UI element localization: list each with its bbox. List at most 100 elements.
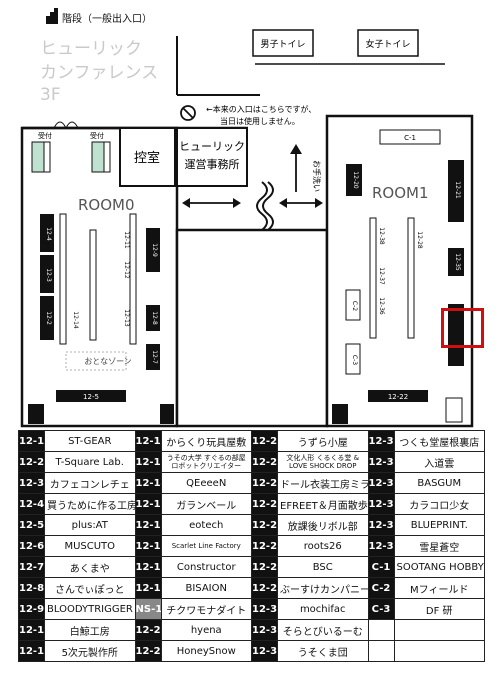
booth-name: カフェコンレチェ — [44, 472, 136, 494]
table-row: 12-4買うために作る工房12-15ガランベール12-25EFREET＆月面散歩… — [18, 493, 485, 515]
booth-name: うそくま団 — [277, 640, 369, 662]
booth-id: 12-27 — [251, 535, 278, 557]
booth-12-22: 12-22 — [388, 393, 408, 401]
booth-12-2: 12-2 — [45, 311, 52, 325]
venue-title-line-2: カンファレンス — [40, 63, 158, 83]
booth-id: 12-24 — [251, 472, 278, 494]
booth-name: うずら小屋 — [277, 430, 369, 452]
booth-id: 12-16 — [134, 514, 162, 536]
booth-name: T-Square Lab. — [44, 451, 136, 473]
booth-12-35: 12-35 — [454, 253, 461, 271]
booth-name: EFREET＆月面散歩 — [277, 493, 369, 515]
booth-id: 12-4 — [18, 493, 45, 515]
table-row: 12-115次元製作所12-21HoneySnow12-32うそくま団 — [18, 640, 485, 662]
booth-id: 12-32 — [251, 640, 278, 662]
booth-name: roots26 — [277, 535, 369, 557]
booth-name: Constructor — [160, 556, 252, 578]
booth-id: C-3 — [367, 598, 395, 620]
booth-12-9: 12-9 — [151, 243, 158, 257]
booth-name: HoneySnow — [160, 640, 252, 662]
washbasin-label: お手洗い — [312, 160, 322, 192]
booth-name: つくも堂屋根裏店 — [393, 430, 485, 452]
womens-restroom — [357, 29, 419, 57]
booth-id: 12-21 — [134, 640, 162, 662]
booth-name: BLOODYTRIGGER — [44, 598, 136, 620]
booth-id: 12-2 — [18, 451, 45, 473]
booth-name: hyena — [160, 619, 252, 641]
booth-12-5: 12-5 — [83, 393, 99, 401]
center-hall — [175, 228, 329, 428]
booth-name: BISAION — [160, 577, 252, 599]
empty-cell — [367, 619, 395, 641]
booth-c-1: C-1 — [404, 134, 416, 142]
table-row: 12-7あくまや12-18Constructor12-28BSCC-1SOOTA… — [18, 556, 485, 578]
booth-name: ぶーすけカンパニー — [277, 577, 369, 599]
booth-12-28: 12-28 — [416, 231, 423, 249]
booth-name: 放課後リボル部 — [277, 514, 369, 536]
booth-name: SOOTANG HOBBY — [393, 556, 485, 578]
empty-cell — [393, 619, 485, 641]
stairs-label: 階段（一般出入口） — [62, 12, 152, 25]
room0-label: ROOM0 — [78, 196, 135, 214]
booth-12-7: 12-7 — [151, 350, 158, 364]
booth-12-13: 12-13 — [123, 309, 130, 327]
office-label-2: 運営事務所 — [185, 157, 240, 171]
partition-wall — [256, 181, 268, 231]
office — [176, 127, 248, 187]
booth-name: Mフィールド — [393, 577, 485, 599]
table-row: 12-3カフェコンレチェ12-14QEeeeN12-24ドール衣装工房ミラドール… — [18, 472, 485, 494]
office-label-1: ヒューリック — [179, 140, 245, 153]
booth-id: 12-15 — [134, 493, 162, 515]
booth-id: 12-14 — [134, 472, 162, 494]
booth-12-20: 12-20 — [352, 171, 359, 189]
arrow-left-right-icon — [279, 198, 323, 208]
empty-cell — [367, 640, 395, 662]
booth-12-37: 12-37 — [378, 267, 385, 285]
booth-id: 12-9 — [18, 598, 45, 620]
booth-name: さんでぃぽっと — [44, 577, 136, 599]
booth-id: 12-31 — [251, 619, 278, 641]
booth-id: 12-7 — [18, 556, 45, 578]
booth-name: eotech — [160, 514, 252, 536]
booth-id: 12-3 — [18, 472, 45, 494]
no-entry-icon — [180, 105, 196, 121]
booth-name: ST-GEAR — [44, 430, 136, 452]
arrow-up-icon — [290, 144, 302, 192]
table-row: 12-5plus:AT12-16eotech12-26放課後リボル部12-37B… — [18, 514, 485, 536]
booth-name: BASGUM — [393, 472, 485, 494]
booth-id: 12-26 — [251, 514, 278, 536]
booth-12-12: 12-12 — [123, 261, 130, 279]
booth-id: 12-33 — [367, 430, 395, 452]
booth-name: mochifac — [277, 598, 369, 620]
booth-12-8: 12-8 — [151, 311, 158, 325]
mens-restroom — [252, 29, 314, 57]
booth-directory-table: 12-1ST-GEAR12-12からくり玩具屋敷12-22うずら小屋12-33つ… — [18, 430, 485, 662]
booth-12-36: 12-36 — [378, 297, 385, 315]
booth-name: ガランベール — [160, 493, 252, 515]
booth-id: 12-38 — [367, 535, 395, 557]
entrance-door-icon — [53, 121, 79, 129]
room1-label: ROOM1 — [372, 184, 429, 202]
booth-id: C-2 — [367, 577, 395, 599]
table-row: 12-9BLOODYTRIGGERNS-1チクワモナダイト12-30mochif… — [18, 598, 485, 620]
booth-name: QEeeeN — [160, 472, 252, 494]
booth-name: 入道雲 — [393, 451, 485, 473]
booth-id: 12-20 — [134, 619, 162, 641]
reception-label-2: 受付 — [90, 131, 104, 140]
booth-name: Scarlet Line Factory — [160, 535, 252, 557]
booth-id: C-1 — [367, 556, 395, 578]
table-row: 12-10白鯨工房12-20hyena12-31そらとびいるーむ — [18, 619, 485, 641]
booth-c-2: C-2 — [351, 301, 358, 311]
booth-name: plus:AT — [44, 514, 136, 536]
booth-id: 12-10 — [18, 619, 45, 641]
notice-line-1: ←本来の入口はこちらですが、 — [206, 104, 316, 114]
empty-cell — [393, 640, 485, 662]
booth-12-21: 12-21 — [454, 181, 461, 199]
booth-id: NS-1 — [134, 598, 162, 620]
booth-name: BLUEPRINT. — [393, 514, 485, 536]
booth-name: 文化人形 くるくる堂 & LOVE SHOCK DROP — [277, 451, 369, 473]
stairs-icon — [46, 8, 58, 24]
booth-id: 12-28 — [251, 556, 278, 578]
booth-c-3: C-3 — [351, 355, 358, 365]
booth-id: 12-13 — [134, 451, 162, 473]
